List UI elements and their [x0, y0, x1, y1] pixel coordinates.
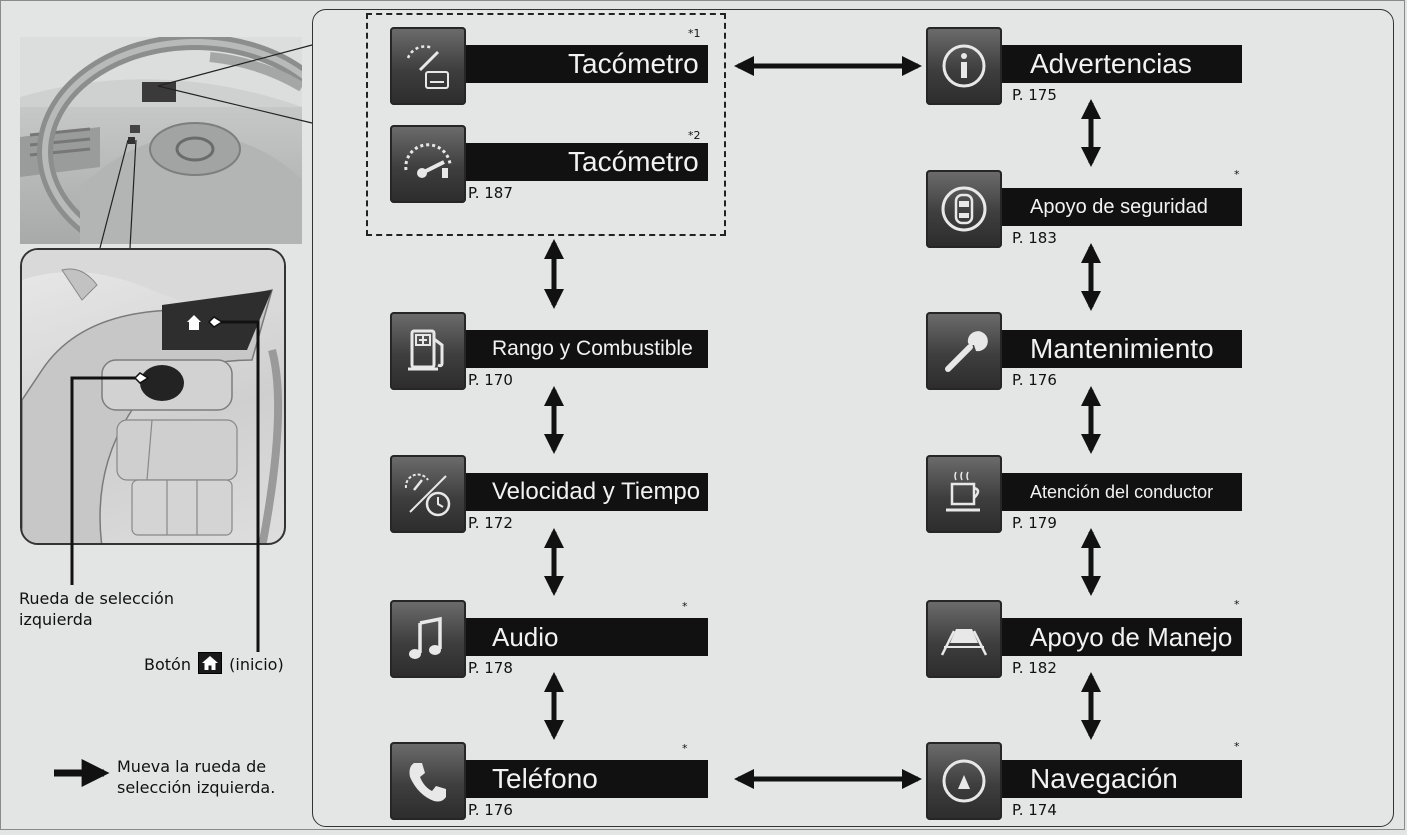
screen-label: Audio	[466, 618, 708, 656]
music-note-icon	[390, 600, 466, 678]
footnote-marker: *1	[688, 27, 701, 40]
screen-label: Teléfono	[466, 760, 708, 798]
coffee-cup-icon	[926, 455, 1002, 533]
tachometer-group-box	[366, 13, 726, 236]
footnote-marker: *	[1234, 598, 1240, 611]
home-callout-suffix: (inicio)	[229, 655, 284, 674]
screen-label: Rango y Combustible	[466, 330, 708, 368]
home-leader	[220, 320, 260, 652]
home-leader-tip	[207, 316, 224, 328]
steering-control-closeup	[20, 248, 286, 545]
car-safety-icon	[926, 170, 1002, 248]
screen-navigation: Navegación P. 174 *	[926, 740, 1246, 835]
page-reference: P. 183	[1012, 229, 1057, 247]
steering-wheel-photo	[20, 37, 302, 244]
screen-label: Apoyo de Manejo	[1002, 618, 1242, 656]
page-reference: P. 175	[1012, 86, 1057, 104]
left-wheel-callout-line2: izquierda	[19, 610, 93, 629]
page-reference: P. 179	[1012, 514, 1057, 532]
wheel-leader	[70, 376, 146, 585]
legend-text: Mueva la rueda de selección izquierda.	[117, 756, 275, 798]
screen-tachometer-1: Tacómetro *1	[390, 27, 708, 120]
footnote-marker: *	[682, 742, 688, 755]
left-wheel-callout: Rueda de selección izquierda	[19, 588, 174, 630]
screen-driving-assist: Apoyo de Manejo P. 182 *	[926, 598, 1246, 693]
page-reference: P. 174	[1012, 801, 1057, 819]
home-callout-prefix: Botón	[144, 655, 191, 674]
screen-label: Velocidad y Tiempo	[466, 473, 708, 511]
screen-safety-support: Apoyo de seguridad P. 183 *	[926, 168, 1246, 263]
left-wheel-callout-line1: Rueda de selección	[19, 589, 174, 608]
lane-assist-icon	[926, 600, 1002, 678]
legend-line2: selección izquierda.	[117, 778, 276, 797]
phone-icon	[390, 742, 466, 820]
screen-driver-attention: Atención del conductor P. 179	[926, 455, 1246, 548]
footnote-marker: *	[682, 600, 688, 613]
screen-audio: Audio P. 178 *	[390, 600, 708, 693]
screen-label: Navegación	[1002, 760, 1242, 798]
wrench-icon	[926, 312, 1002, 390]
screen-maintenance: Mantenimiento P. 176	[926, 312, 1246, 405]
footnote-marker: *	[1234, 740, 1240, 753]
legend-line1: Mueva la rueda de	[117, 757, 267, 776]
info-icon	[926, 27, 1002, 105]
navigation-compass-icon	[926, 742, 1002, 820]
page-reference: P. 182	[1012, 659, 1057, 677]
closeup-line-right	[129, 139, 137, 249]
screen-label: Mantenimiento	[1002, 330, 1242, 368]
screen-range-fuel: Rango y Combustible P. 170	[390, 312, 708, 405]
page-reference: P. 178	[468, 659, 513, 677]
speed-time-icon	[390, 455, 466, 533]
screen-phone: Teléfono P. 176 *	[390, 742, 708, 835]
closeup-line-left	[99, 139, 129, 249]
page-reference: P. 176	[1012, 371, 1057, 389]
screen-tachometer-2: Tacómetro P. 187 *2	[390, 125, 708, 218]
page-reference: P. 170	[468, 371, 513, 389]
screen-warnings: Advertencias P. 175	[926, 27, 1246, 120]
tachometer-fuel-icon	[390, 27, 466, 105]
page-reference: P. 187	[468, 184, 513, 202]
screen-label: Atención del conductor	[1002, 473, 1242, 511]
footnote-marker: *	[1234, 168, 1240, 181]
footnote-marker: *2	[688, 129, 701, 142]
screen-speed-time: Velocidad y Tiempo P. 172	[390, 455, 708, 548]
zoom-line-bottom	[157, 85, 313, 124]
page-reference: P. 176	[468, 801, 513, 819]
home-icon	[198, 652, 223, 674]
home-button-callout: Botón (inicio)	[144, 652, 284, 675]
fuel-pump-icon	[390, 312, 466, 390]
screen-label: Advertencias	[1002, 45, 1242, 83]
screen-label: Apoyo de seguridad	[1002, 188, 1242, 226]
screen-label: Tacómetro	[466, 143, 708, 181]
screen-label: Tacómetro	[466, 45, 708, 83]
wheel-leader-tip	[133, 372, 150, 384]
zoom-line-top	[157, 44, 313, 87]
page-reference: P. 172	[468, 514, 513, 532]
tachometer-gauge-icon	[390, 125, 466, 203]
